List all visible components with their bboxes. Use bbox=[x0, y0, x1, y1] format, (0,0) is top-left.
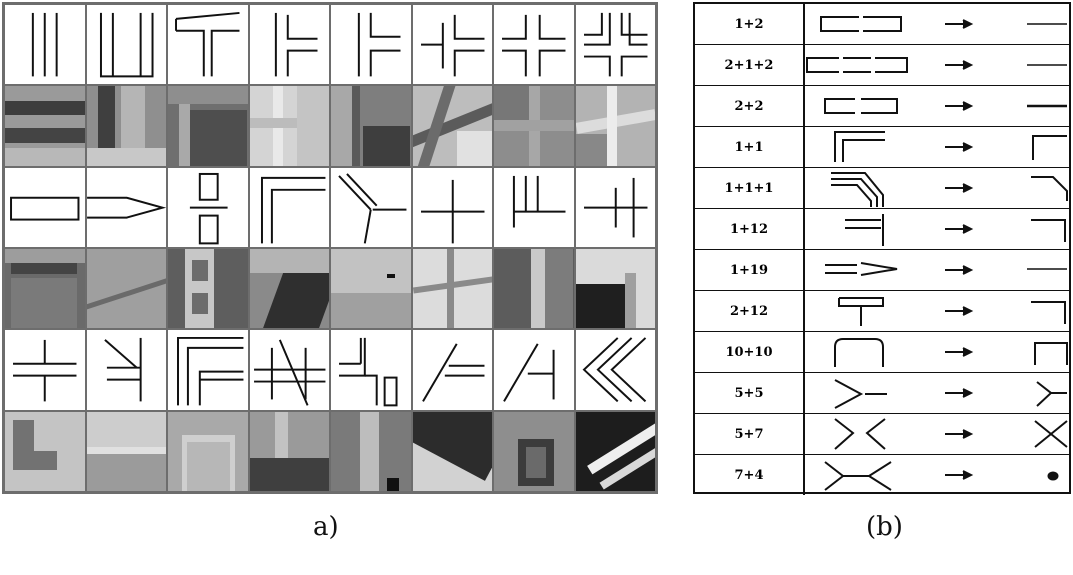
cross-junction-icon bbox=[412, 4, 494, 85]
double-cross-junction-icon bbox=[493, 4, 575, 85]
window-frame-photo bbox=[249, 85, 331, 166]
rule-code: 5+7 bbox=[695, 414, 804, 455]
brick-ledge-photo bbox=[4, 248, 86, 329]
split-cross-icon bbox=[4, 329, 86, 410]
table-row: 2+1+2 bbox=[695, 45, 1069, 86]
table-row: 1+19 bbox=[695, 250, 1069, 291]
panel-a-caption: a) bbox=[313, 512, 339, 542]
grille-photo bbox=[493, 411, 575, 492]
rectangle-bar-icon bbox=[4, 167, 86, 248]
corner-frame-photo bbox=[330, 85, 412, 166]
rule-code: 2+12 bbox=[695, 291, 804, 332]
table-row: 1+12 bbox=[695, 209, 1069, 250]
grid-wall-photo bbox=[493, 85, 575, 166]
table-row: 1+1+1 bbox=[695, 168, 1069, 209]
double-bar-merge-icon bbox=[804, 4, 1069, 45]
t-junction-icon bbox=[167, 4, 249, 85]
double-box-merge-icon bbox=[804, 86, 1069, 127]
chevron-stack-icon bbox=[575, 329, 657, 410]
plus-junction-icon bbox=[412, 167, 494, 248]
vertical-line-with-side-ticks-icon bbox=[330, 4, 412, 85]
horizontal-bars-photo bbox=[4, 85, 86, 166]
table-row: 7+4 bbox=[695, 455, 1069, 496]
dark-base-photo bbox=[249, 411, 331, 492]
rule-code: 2+1+2 bbox=[695, 45, 804, 86]
step-bar-icon bbox=[330, 329, 412, 410]
sketch-photo-grid bbox=[2, 2, 658, 494]
rule-code: 5+5 bbox=[695, 373, 804, 414]
table-row: 5+7 bbox=[695, 414, 1069, 455]
y-junction-icon bbox=[330, 167, 412, 248]
slant-h-icon bbox=[493, 329, 575, 410]
rule-code: 1+1 bbox=[695, 127, 804, 168]
wall-edge-photo bbox=[493, 248, 575, 329]
tee-corner-merge-icon bbox=[804, 291, 1069, 332]
door-frame-photo bbox=[167, 85, 249, 166]
roof-edge-photo bbox=[412, 411, 494, 492]
l-corner-icon bbox=[249, 167, 331, 248]
vertical-bars-photo bbox=[86, 85, 168, 166]
ledge-photo bbox=[86, 411, 168, 492]
arrow-bar-merge-icon bbox=[804, 250, 1069, 291]
rule-code: 1+2 bbox=[695, 4, 804, 45]
rule-code: 1+12 bbox=[695, 209, 804, 250]
t-corner-merge-icon bbox=[804, 209, 1069, 250]
rule-code: 1+19 bbox=[695, 250, 804, 291]
frame-photo bbox=[167, 411, 249, 492]
merge-rule-table: 1+2 2+1+2 2+2 bbox=[693, 2, 1071, 494]
double-double-cross-icon bbox=[575, 4, 657, 85]
rule-code: 10+10 bbox=[695, 332, 804, 373]
dark-corner-photo bbox=[249, 248, 331, 329]
panel-b-caption: (b) bbox=[866, 512, 903, 542]
comb-icon bbox=[493, 167, 575, 248]
arrow-junction-icon bbox=[86, 329, 168, 410]
diagonal-shadow-photo bbox=[86, 248, 168, 329]
skewed-frame-photo bbox=[575, 85, 657, 166]
ceiling-shadow-photo bbox=[330, 248, 412, 329]
rule-code: 1+1+1 bbox=[695, 168, 804, 209]
arrow-bar-icon bbox=[86, 167, 168, 248]
h-junction-icon bbox=[575, 167, 657, 248]
doorway-photo bbox=[575, 248, 657, 329]
l-block-photo bbox=[4, 411, 86, 492]
slanted-comb-icon bbox=[412, 329, 494, 410]
rule-code: 7+4 bbox=[695, 455, 804, 496]
table-row: 2+12 bbox=[695, 291, 1069, 332]
corner-merge-icon bbox=[804, 127, 1069, 168]
window-column-photo bbox=[167, 248, 249, 329]
triple-bar-merge-icon bbox=[804, 45, 1069, 86]
x-merge-icon bbox=[804, 414, 1069, 455]
rule-code: 2+2 bbox=[695, 86, 804, 127]
vertical-line-with-side-ticks-icon bbox=[249, 4, 331, 85]
table-row: 1+1 bbox=[695, 127, 1069, 168]
cross-window-photo bbox=[412, 248, 494, 329]
nested-corners-icon bbox=[167, 329, 249, 410]
table-row: 1+2 bbox=[695, 4, 1069, 45]
diagonal-window-photo bbox=[412, 85, 494, 166]
bent-corner-merge-icon bbox=[804, 168, 1069, 209]
bright-chevron-photo bbox=[575, 411, 657, 492]
table-row: 10+10 bbox=[695, 332, 1069, 373]
u-channel-icon bbox=[86, 4, 168, 85]
table-row: 2+2 bbox=[695, 86, 1069, 127]
table-row: 5+5 bbox=[695, 373, 1069, 414]
y-merge-icon bbox=[804, 373, 1069, 414]
point-merge-icon bbox=[804, 455, 1069, 496]
stacked-boxes-icon bbox=[167, 167, 249, 248]
pillar-photo bbox=[330, 411, 412, 492]
arch-merge-icon bbox=[804, 332, 1069, 373]
triple-vertical-lines-icon bbox=[4, 4, 86, 85]
skewed-ladder-icon bbox=[249, 329, 331, 410]
